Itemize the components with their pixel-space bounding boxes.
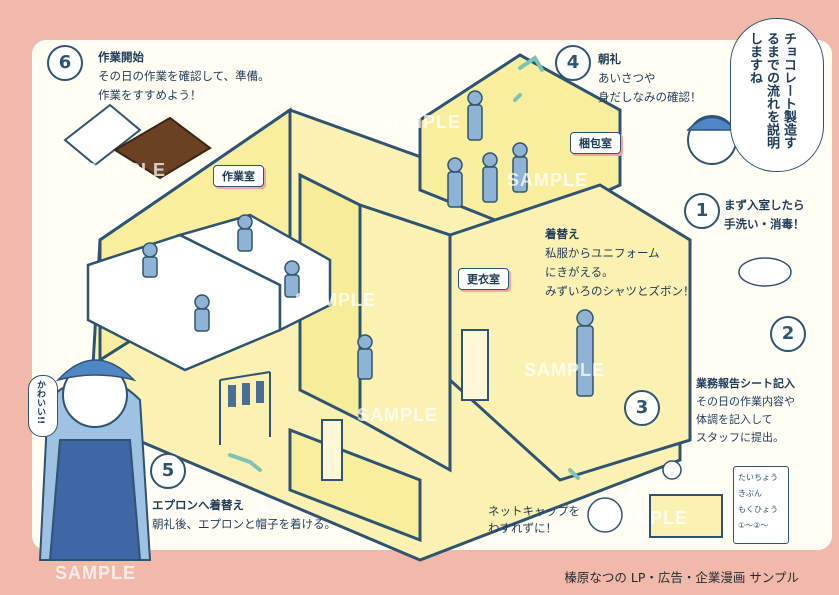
step-6-number: 6 [47, 45, 83, 81]
step-4-number: 4 [555, 45, 591, 81]
netcap-note: ネットキャップを わすれずに！ [488, 503, 580, 537]
step-6-title: 作業開始 [98, 50, 144, 64]
step-4-line-2: 身だしなみの確認！ [598, 90, 702, 104]
step-3-number: 3 [624, 390, 660, 426]
step-4-line-1: あいさつや [598, 71, 656, 85]
step-5-body: 朝礼後、エプロンと帽子を着ける。 [152, 517, 336, 531]
girl-speech-bubble [28, 375, 58, 437]
watermark: SAMPLE [524, 360, 606, 380]
watermark: SAMPLE [85, 160, 167, 180]
step-2-line-2: 体調を記入して [696, 413, 773, 426]
step-3-title: 着替え [545, 227, 580, 241]
step-5-text: エプロンへ着替え 朝礼後、エプロンと帽子を着ける。 [152, 496, 336, 534]
memo-line-2: きぶん [738, 489, 762, 498]
step-2-line-3: スタッフに提出。 [696, 431, 784, 444]
report-sheet: たいちょう きぶん もくひょう ①〜②〜 [733, 466, 789, 544]
room-tag-work: 作業室 [213, 165, 264, 187]
step-5-title: エプロンへ着替え [152, 498, 244, 512]
step-4-title: 朝礼 [598, 52, 621, 66]
step-3-text: 着替え 私服からユニフォーム にきがえる。 みずいろのシャツとズボン！ [545, 225, 695, 301]
step-6-line-1: その日の作業を確認して、準備。 [98, 69, 270, 83]
step-1-body: 手洗い・消毒！ [724, 217, 805, 231]
footer-credit: 榛原なつの LP・広告・企業漫画 サンプル [564, 570, 799, 585]
intro-speech-bubble [730, 18, 824, 172]
netcap-line-1: ネットキャップを [488, 504, 580, 518]
memo-line-1: たいちょう [738, 473, 778, 482]
netcap-line-2: わすれずに！ [488, 521, 557, 535]
memo-line-4: ①〜②〜 [738, 521, 769, 530]
watermark: SAMPLE [507, 170, 589, 190]
intro-text: チョコレート製造するまでの流れを説明しますね [747, 32, 796, 149]
step-3-line-3: みずいろのシャツとズボン！ [545, 284, 695, 298]
step-4-text: 朝礼 あいさつや 身だしなみの確認！ [598, 50, 702, 107]
step-2-title: 業務報告シート記入 [696, 377, 795, 390]
watermark: SAMPLE [357, 405, 439, 425]
watermark: SAMPLE [607, 508, 689, 528]
step-1-number: 1 [684, 193, 720, 229]
step-3-line-1: 私服からユニフォーム [545, 246, 660, 260]
step-1-title: まず入室したら [724, 198, 805, 212]
step-2-text: 業務報告シート記入 その日の作業内容や 体調を記入して スタッフに提出。 [696, 375, 795, 447]
room-tag-change: 更衣室 [458, 268, 509, 290]
step-3-line-2: にきがえる。 [545, 265, 614, 279]
step-1-text: まず入室したら 手洗い・消毒！ [724, 196, 805, 234]
step-2-number: 2 [770, 316, 806, 352]
memo-line-3: もくひょう [738, 505, 778, 514]
watermark: SAMPLE [55, 563, 137, 583]
watermark: SAMPLE [295, 290, 377, 310]
step-6-text: 作業開始 その日の作業を確認して、準備。 作業をすすめよう！ [98, 48, 270, 105]
step-6-line-2: 作業をすすめよう！ [98, 88, 202, 102]
girl-speech-text: かわいい!! [35, 380, 45, 425]
room-tag-pack: 梱包室 [570, 132, 621, 154]
step-2-line-1: その日の作業内容や [696, 395, 795, 408]
watermark: SAMPLE [380, 112, 462, 132]
step-5-number: 5 [150, 453, 186, 489]
